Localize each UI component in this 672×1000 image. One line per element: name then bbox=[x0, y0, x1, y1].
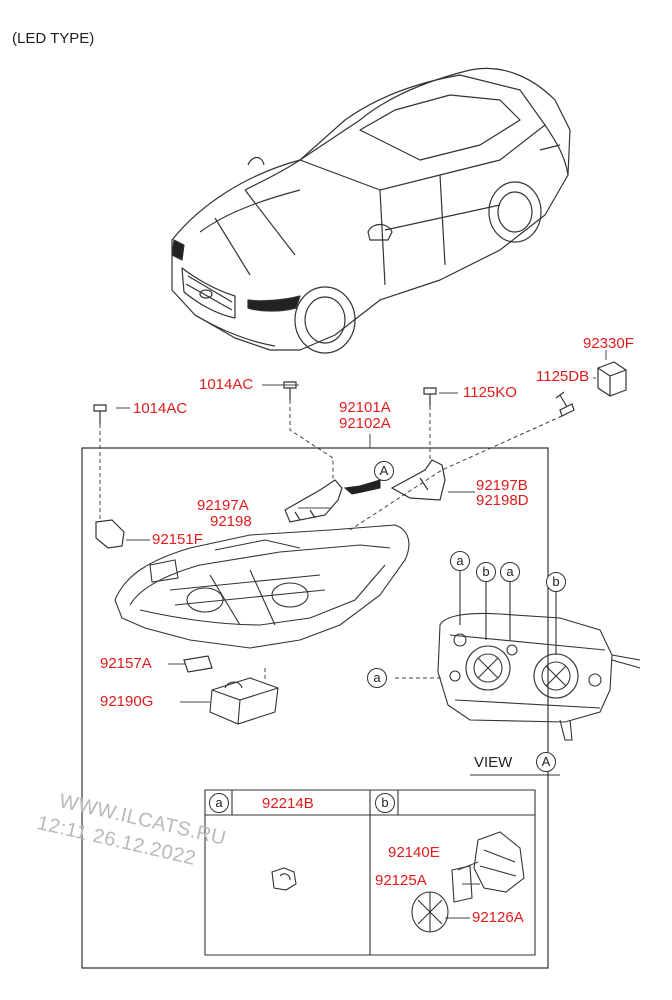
callout-a-1: a bbox=[450, 551, 470, 571]
bulb-92214B-icon bbox=[271, 867, 297, 891]
bolt-1014AC-top-icon bbox=[283, 381, 297, 400]
part-92330F[interactable]: 92330F bbox=[583, 335, 634, 352]
callout-view-a: A bbox=[374, 461, 394, 481]
ballast-92190G-icon bbox=[209, 677, 279, 725]
part-92151F[interactable]: 92151F bbox=[152, 531, 203, 548]
assembly-frame bbox=[81, 447, 549, 969]
part-92198[interactable]: 92198 bbox=[210, 513, 252, 530]
gasket-92125A-icon bbox=[451, 865, 473, 903]
part-92198D[interactable]: 92198D bbox=[476, 492, 529, 509]
view-arrow bbox=[343, 479, 381, 495]
bracket-92197B-icon bbox=[390, 459, 446, 501]
bracket-92197A-icon bbox=[284, 479, 343, 523]
part-92102A[interactable]: 92102A bbox=[339, 415, 391, 432]
view-label: VIEW bbox=[474, 754, 513, 771]
hardware-icons bbox=[93, 361, 627, 424]
bolt-1125KO-icon bbox=[423, 387, 437, 406]
callout-a-2: a bbox=[500, 562, 520, 582]
car-illustration bbox=[171, 67, 571, 354]
part-92101A[interactable]: 92101A bbox=[339, 399, 391, 416]
bracket-92157A-icon bbox=[183, 655, 213, 673]
callout-b-1: b bbox=[476, 562, 496, 582]
callout-a-3: a bbox=[367, 668, 387, 688]
part-92140E[interactable]: 92140E bbox=[388, 844, 440, 861]
diagram-heading: (LED TYPE) bbox=[12, 30, 95, 47]
part-1014AC-top[interactable]: 1014AC bbox=[199, 376, 254, 393]
callout-b-2: b bbox=[546, 572, 566, 592]
part-92126A[interactable]: 92126A bbox=[472, 909, 524, 926]
part-92190G[interactable]: 92190G bbox=[100, 693, 154, 710]
table-header-a-callout: a bbox=[209, 793, 229, 813]
brackets bbox=[95, 459, 446, 673]
part-92157A[interactable]: 92157A bbox=[100, 655, 152, 672]
part-92197B[interactable]: 92197B bbox=[476, 477, 528, 494]
table-header-b-callout: b bbox=[375, 793, 395, 813]
part-1014AC-left[interactable]: 1014AC bbox=[133, 400, 188, 417]
parts-table bbox=[204, 789, 536, 956]
part-1125KO[interactable]: 1125KO bbox=[463, 384, 517, 401]
part-92197A[interactable]: 92197A bbox=[197, 497, 249, 514]
view-a-rear-icon bbox=[437, 568, 641, 741]
bolt-1014AC-left-icon bbox=[93, 404, 107, 424]
part-92214B[interactable]: 92214B bbox=[262, 795, 314, 812]
view-letter: A bbox=[536, 752, 556, 772]
part-1125DB[interactable]: 1125DB bbox=[536, 368, 590, 385]
leader-lines bbox=[99, 400, 563, 680]
part-92125A[interactable]: 92125A bbox=[375, 872, 427, 889]
screw-1125DB-icon bbox=[555, 391, 575, 417]
socket-92140E-icon bbox=[473, 831, 525, 893]
bracket-92151F-icon bbox=[95, 519, 125, 549]
connector-92330F-icon bbox=[597, 361, 627, 397]
headlamp-assembly-icon bbox=[114, 524, 410, 725]
